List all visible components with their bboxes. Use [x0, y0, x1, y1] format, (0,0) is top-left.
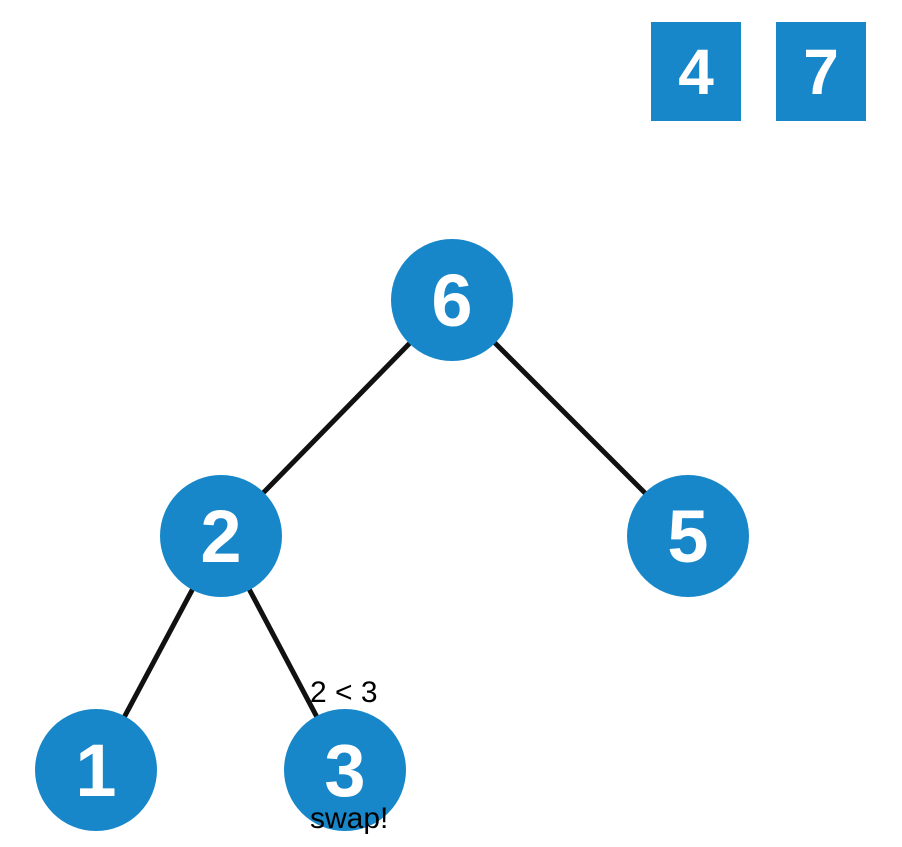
tree-node-label-2: 2 — [200, 495, 241, 578]
tree-nodes: 6 2 5 1 3 — [35, 239, 749, 831]
tree-node-label-5: 5 — [667, 495, 708, 578]
tree-node-5 — [627, 475, 749, 597]
tree-node-label-1: 1 — [75, 729, 116, 812]
pending-values-row: 4 7 — [651, 22, 866, 121]
queue-item-7: 7 — [776, 22, 866, 121]
tree-node-3 — [284, 709, 406, 831]
tree-node-label-6: 6 — [431, 259, 472, 342]
swap-annotation-line-1: 2 < 3 — [310, 676, 378, 709]
tree-node-1 — [35, 709, 157, 831]
tree-node-6 — [391, 239, 513, 361]
tree-node-2 — [160, 475, 282, 597]
swap-annotation-line-2: swap! — [310, 802, 389, 835]
tree-node-label-3: 3 — [324, 729, 365, 812]
swap-annotation: 2 < 3 swap! — [310, 588, 388, 847]
queue-item-4: 4 — [651, 22, 741, 121]
